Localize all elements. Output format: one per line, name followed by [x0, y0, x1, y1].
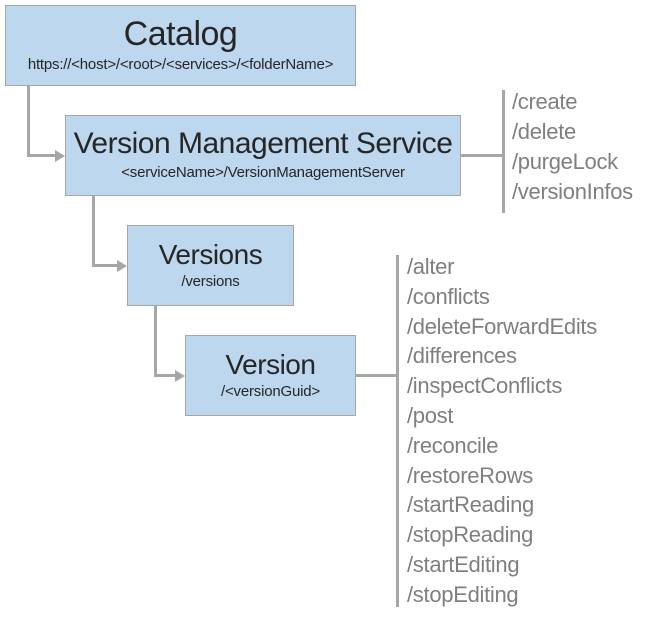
- operation-item: /startEditing: [407, 551, 520, 577]
- connector-service-operations: [461, 154, 504, 157]
- operation-item: /restoreRows: [407, 462, 533, 488]
- connector-catalog-service-arrowhead-icon: [55, 150, 65, 162]
- operation-item: /inspectConflicts: [407, 373, 563, 399]
- catalog-node-title: Catalog: [123, 15, 238, 54]
- service-node-title: Version Management Service: [73, 127, 453, 161]
- operation-item: /purgeLock: [512, 149, 618, 174]
- versions-node-title: Versions: [158, 238, 263, 270]
- operation-item: /differences: [407, 343, 517, 369]
- connector-service-versions-vertical: [92, 196, 95, 267]
- service-node-path: <serviceName>/VersionManagementServer: [121, 163, 405, 181]
- connector-version-operations: [356, 374, 398, 377]
- connector-versions-version-vertical: [154, 306, 157, 377]
- version-node: Version /<versionGuid>: [185, 335, 356, 416]
- connector-versions-version-horizontal: [154, 374, 175, 377]
- service-node: Version Management Service <serviceName>…: [65, 115, 461, 196]
- versions-node-path: /versions: [181, 272, 240, 290]
- operation-item: /versionInfos: [512, 179, 633, 204]
- connector-catalog-service-horizontal: [27, 154, 55, 157]
- operation-item: /alter: [407, 254, 455, 279]
- connector-service-versions-horizontal: [92, 264, 117, 267]
- version-operations-list: /alter /conflicts /deleteForwardEdits /d…: [407, 252, 597, 610]
- version-node-path: /<versionGuid>: [221, 382, 320, 400]
- operation-item: /startReading: [407, 492, 534, 518]
- catalog-node: Catalog https://<host>/<root>/<services>…: [5, 5, 356, 86]
- operation-item: /deleteForwardEdits: [407, 313, 597, 339]
- operation-item: /conflicts: [407, 283, 490, 309]
- operation-item: /delete: [512, 119, 576, 144]
- operation-item: /post: [407, 402, 454, 428]
- connector-catalog-service-vertical: [27, 86, 30, 157]
- versions-node: Versions /versions: [127, 225, 294, 306]
- connector-versions-version-arrowhead-icon: [175, 370, 185, 382]
- operation-item: /create: [512, 89, 578, 114]
- service-operations-rail: [502, 90, 505, 213]
- connector-service-versions-arrowhead-icon: [117, 260, 127, 272]
- version-operations-rail: [396, 255, 399, 607]
- operation-item: /stopEditing: [407, 581, 519, 607]
- version-node-title: Version: [225, 348, 316, 380]
- operation-item: /reconcile: [407, 432, 499, 458]
- service-operations-list: /create /delete /purgeLock /versionInfos: [512, 87, 633, 207]
- operation-item: /stopReading: [407, 522, 534, 548]
- catalog-node-path: https://<host>/<root>/<services>/<folder…: [27, 55, 334, 73]
